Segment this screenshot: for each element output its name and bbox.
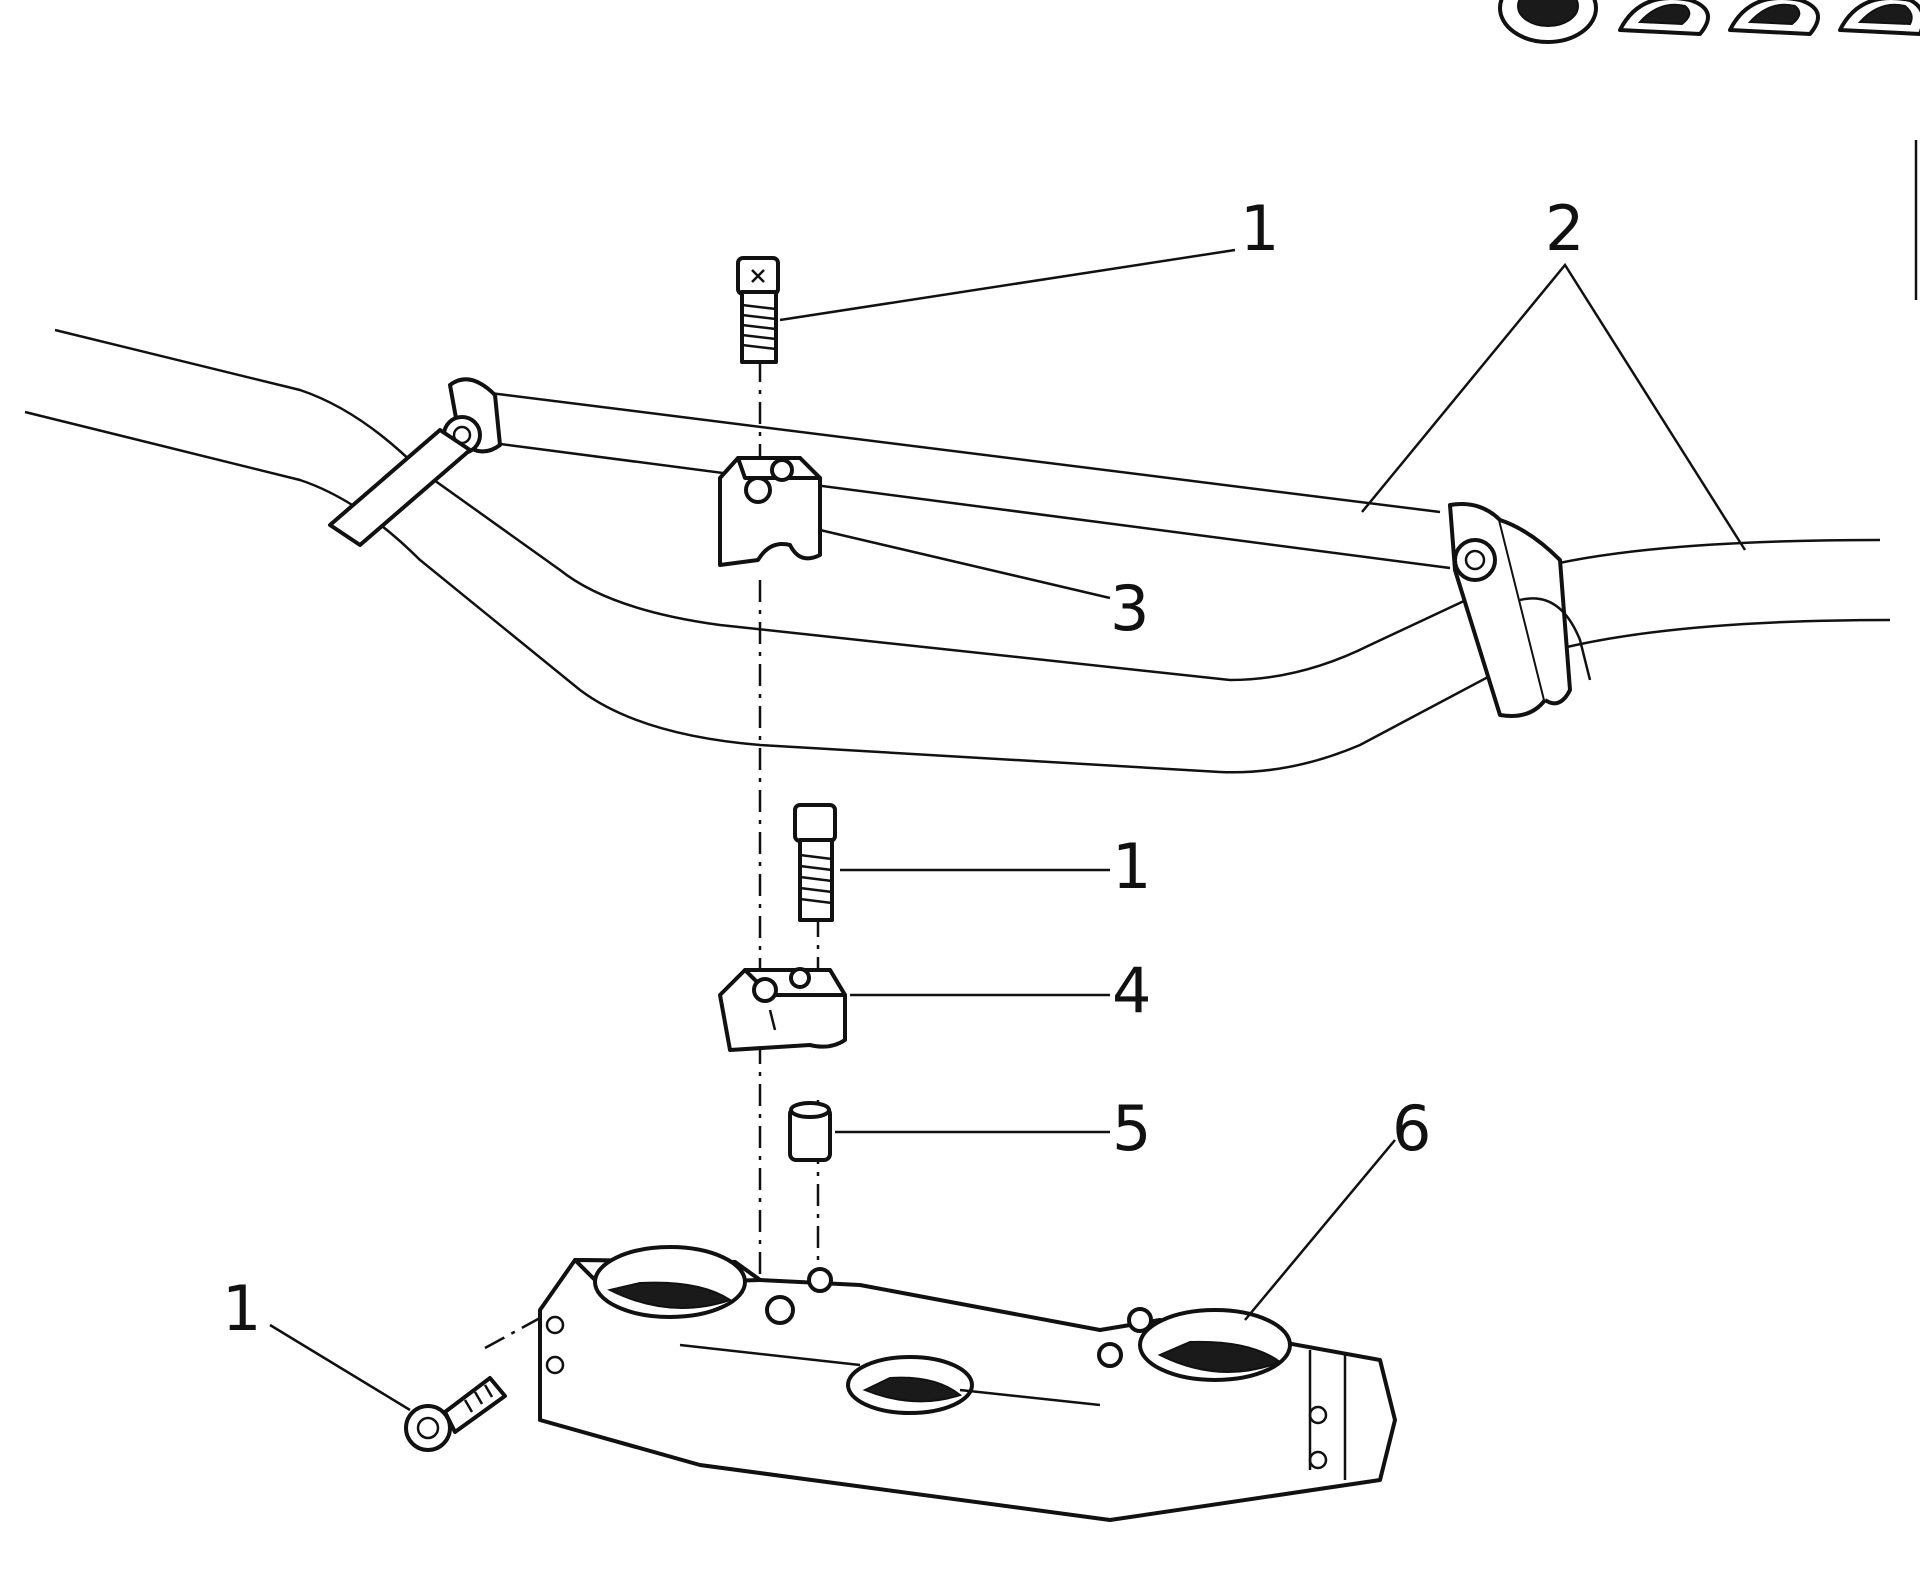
- bolt-side: [404, 1376, 507, 1452]
- bolt-top: [736, 256, 780, 364]
- callout-label: 1: [1112, 830, 1151, 903]
- assembly-axes: [484, 360, 820, 1350]
- callout-label: 1: [222, 1272, 261, 1345]
- callout-labels: 1 2 3 1 4 5 6 1: [222, 192, 1584, 1345]
- handlebar: [24, 328, 1891, 774]
- clamp-upper: [718, 456, 822, 567]
- callout-label: 1: [1240, 192, 1279, 265]
- bushing: [788, 1101, 832, 1162]
- triple-clamp: [538, 1245, 1397, 1522]
- callout-label: 4: [1112, 954, 1151, 1027]
- callout-label: 2: [1545, 192, 1584, 265]
- clamp-lower: [718, 967, 847, 1052]
- callout-label: 6: [1392, 1092, 1431, 1165]
- callout-label: 5: [1112, 1092, 1151, 1165]
- bolt-middle: [793, 803, 837, 922]
- callout-label: 3: [1110, 572, 1149, 645]
- leader-lines: [269, 248, 1747, 1412]
- logo-fragment: [1498, 0, 1920, 44]
